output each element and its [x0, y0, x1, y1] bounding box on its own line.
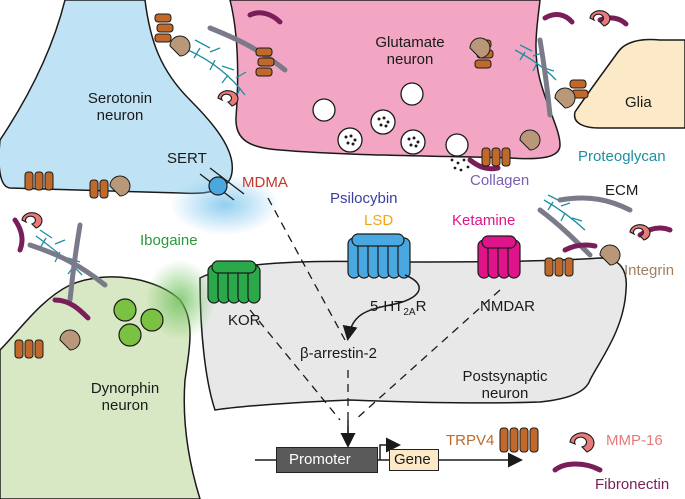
dynorphin-vesicle	[113, 298, 137, 322]
sert-label: SERT	[167, 150, 207, 167]
collagen-strands	[27, 25, 633, 303]
glia-cell	[573, 38, 685, 129]
gene-label: Gene	[394, 451, 431, 468]
mmp16-legend-icon	[569, 432, 595, 453]
kor-receptor	[207, 260, 261, 304]
collagen-label: Collagen	[470, 172, 530, 189]
vesicle-empty	[400, 82, 424, 106]
psilocybin-label: Psilocybin	[330, 190, 398, 207]
trpv4-legend-icon	[499, 427, 509, 453]
mmp16-label: MMP-16	[606, 432, 663, 449]
proteoglycan-label: Proteoglycan	[578, 148, 666, 165]
mdma-label: MDMA	[242, 174, 288, 191]
lsd-label: LSD	[364, 212, 394, 229]
postsynaptic-neuron-label: Postsynaptic neuron	[462, 368, 548, 403]
ibogaine-label: Ibogaine	[140, 232, 198, 249]
proteoglycan-cluster	[35, 39, 586, 276]
fibronectin-legend-icon	[552, 461, 603, 473]
vesicle-release	[445, 133, 469, 157]
postsynaptic-neuron-body	[199, 257, 628, 411]
beta-arrestin-label: β-arrestin-2	[300, 345, 377, 362]
vesicle-empty	[312, 98, 336, 122]
ecm-label: ECM	[605, 182, 639, 199]
vesicle-full	[337, 127, 363, 153]
transcription-start-arrow	[379, 437, 401, 460]
neurotransmitter-dots	[450, 158, 470, 172]
ht2a-label: 5-HT2AR	[370, 298, 427, 318]
vesicle-full	[370, 109, 396, 135]
sert-line	[209, 167, 245, 195]
kor-label: KOR	[228, 312, 261, 329]
fibronectin-strands	[12, 10, 673, 473]
trpv4-label: TRPV4	[446, 432, 495, 449]
fibronectin-label: Fibronectin	[595, 476, 670, 493]
ht2a-to-arrestin-arrow	[342, 274, 420, 341]
glutamate-neuron-label: Glutamate neuron	[375, 34, 445, 69]
integrin-label: Integrin	[624, 262, 675, 279]
serotonin-neuron-label: Serotonin neuron	[87, 90, 153, 125]
dynorphin-neuron-label: Dynorphin neuron	[90, 380, 160, 415]
sert-transporter	[208, 176, 228, 196]
dynorphin-vesicle	[140, 308, 164, 332]
glia-label: Glia	[625, 94, 652, 111]
integrins	[59, 35, 621, 351]
nmdar-label: NMDAR	[480, 298, 535, 315]
mmp16-proteins	[21, 10, 651, 453]
dynorphin-vesicle	[118, 323, 142, 347]
gene-box	[389, 449, 439, 471]
promoter-label: Promoter	[289, 451, 351, 468]
promoter-box	[276, 447, 378, 473]
ketamine-label: Ketamine	[452, 212, 516, 229]
sert-glow	[170, 175, 280, 235]
vesicle-full	[400, 129, 426, 155]
ht2a-receptor	[347, 233, 411, 279]
nmdar-receptor	[477, 235, 521, 279]
